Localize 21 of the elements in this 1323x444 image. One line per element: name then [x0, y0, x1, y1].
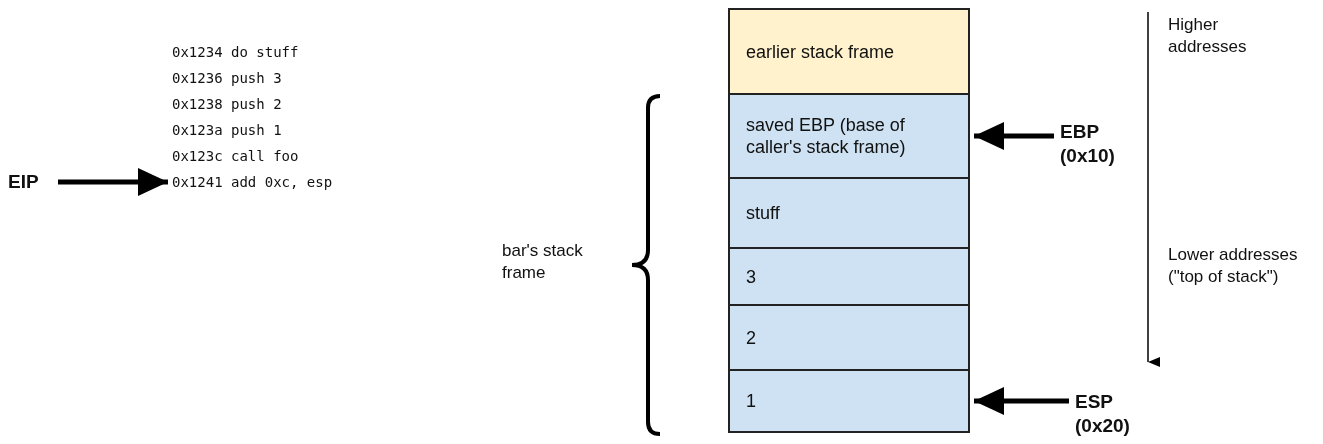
arrow [58, 168, 168, 196]
stack-cell: 1 [728, 369, 970, 433]
arrow [974, 387, 1069, 415]
direction-label: Higher addresses [1168, 14, 1248, 58]
code-line: 0x1238 push 2 [172, 95, 282, 114]
register-label: ESP (0x20) [1075, 390, 1155, 438]
stack-cell: saved EBP (base of caller's stack frame) [728, 93, 970, 179]
direction-label: Lower addresses ("top of stack") [1168, 244, 1299, 288]
code-line: 0x123c call foo [172, 147, 299, 166]
stack-cell: earlier stack frame [728, 8, 970, 95]
stack-cell: 3 [728, 247, 970, 306]
arrow [974, 122, 1054, 150]
code-line: 0x1234 do stuff [172, 43, 299, 62]
stack-cell: stuff [728, 177, 970, 249]
code-line: 0x123a push 1 [172, 121, 282, 140]
register-label: EIP [8, 170, 52, 194]
stack-cell: 2 [728, 304, 970, 371]
code-line: 0x1236 push 3 [172, 69, 282, 88]
brace-label: bar's stack frame [502, 240, 584, 284]
register-label: EBP (0x10) [1060, 120, 1140, 168]
code-line: 0x1241 add 0xc, esp [172, 172, 372, 192]
